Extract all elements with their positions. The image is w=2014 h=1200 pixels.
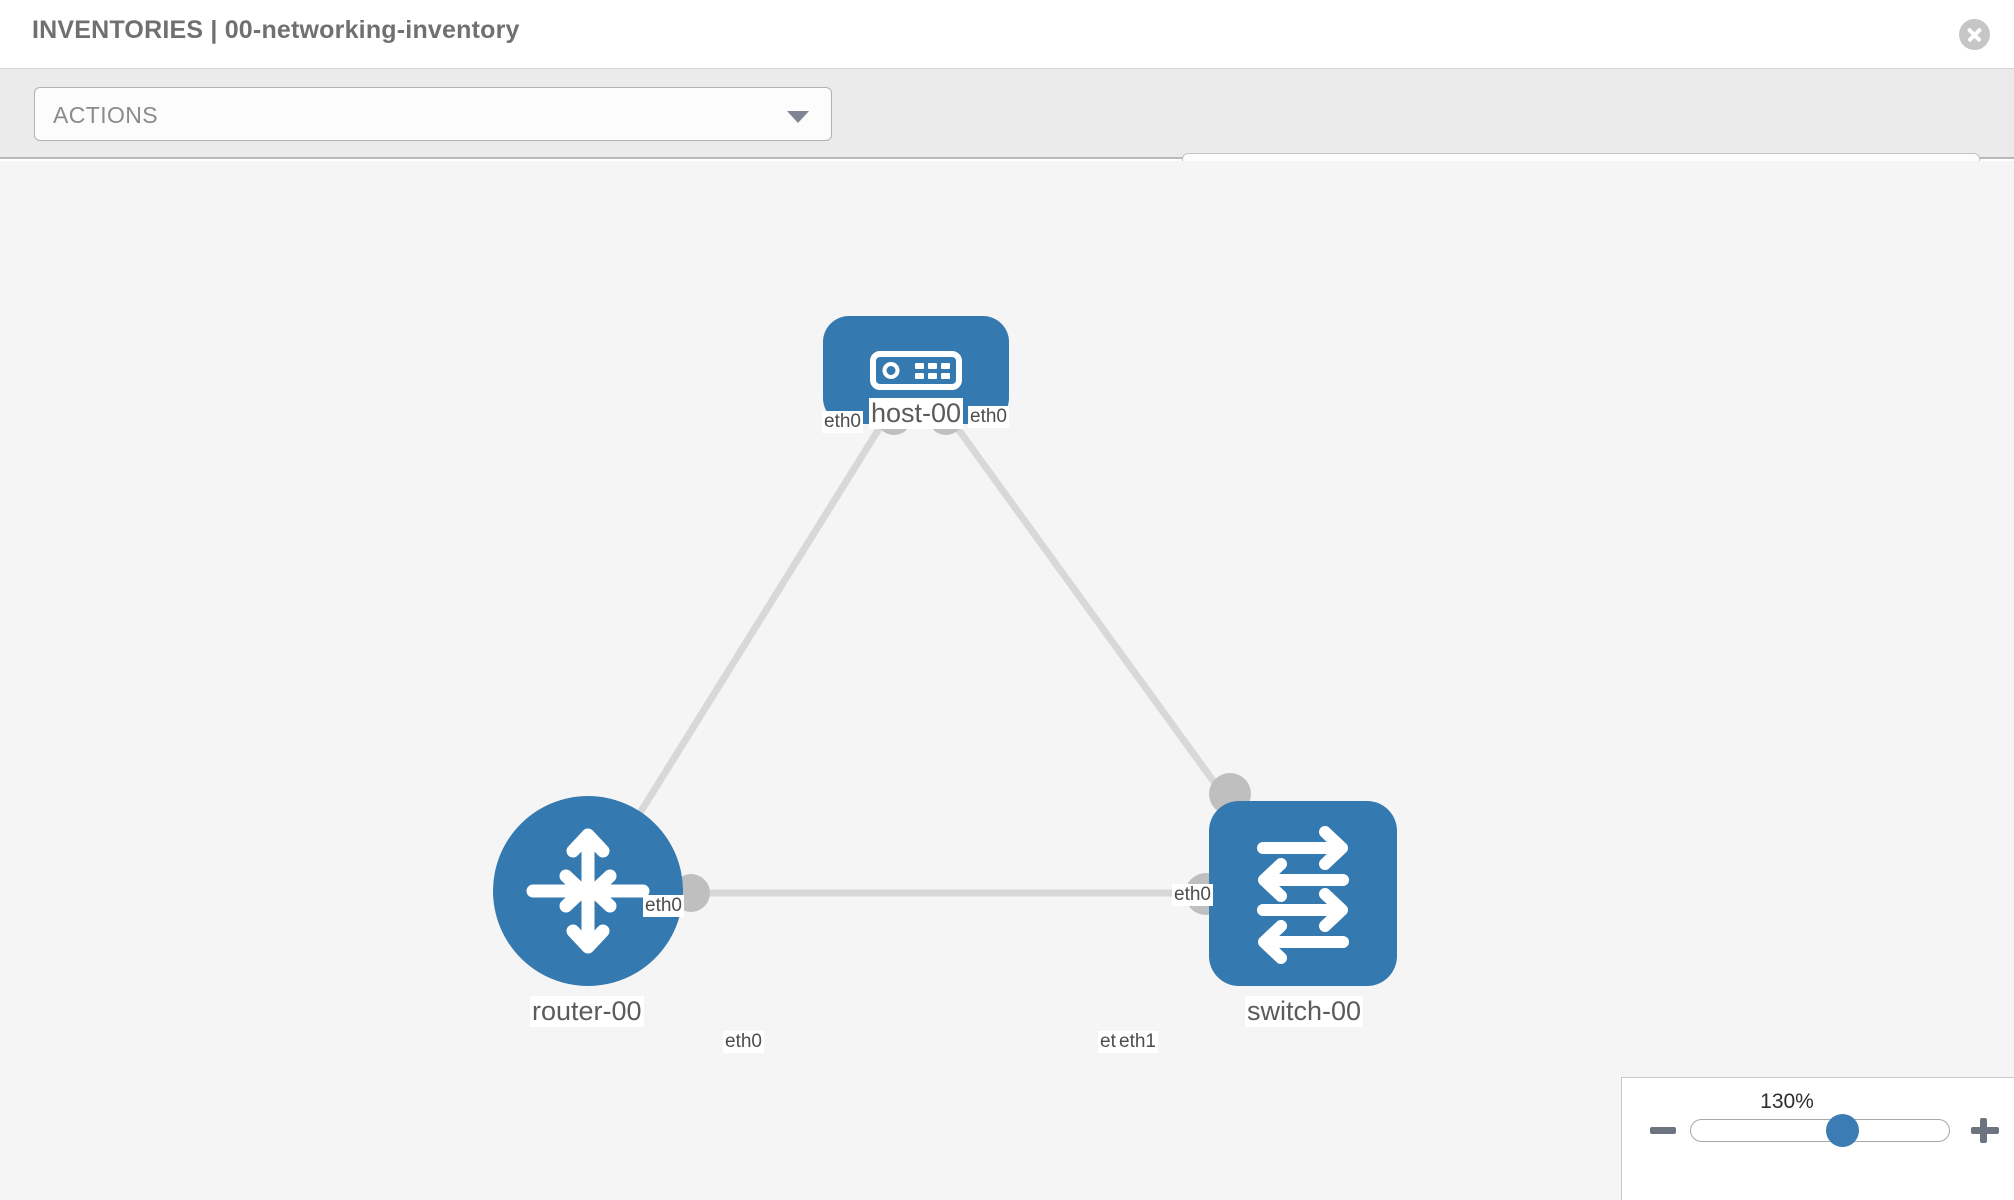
node-label-switch-00: switch-00	[1245, 996, 1364, 1028]
zoom-out-button[interactable]	[1647, 1114, 1679, 1146]
close-icon[interactable]	[1959, 19, 1990, 50]
iface-label-router-right: eth0	[723, 1031, 764, 1053]
node-router-00[interactable]	[493, 796, 683, 986]
iface-label-switch-up: eth0	[1172, 884, 1213, 906]
server-icon	[870, 351, 962, 390]
node-label-host-00: host-00	[869, 398, 964, 430]
zoom-slider-track[interactable]	[1690, 1119, 1950, 1142]
node-switch-00[interactable]	[1209, 801, 1397, 986]
page-header: INVENTORIES | 00-networking-inventory	[0, 0, 2014, 68]
actions-dropdown-label: ACTIONS	[53, 102, 159, 128]
switch-arrows-icon	[1257, 826, 1349, 964]
toolbar: ACTIONS SEARCH	[0, 68, 2014, 208]
zoom-slider-thumb[interactable]	[1826, 1114, 1860, 1147]
actions-dropdown[interactable]: ACTIONS	[34, 87, 832, 141]
iface-label-host-right: eth0	[968, 406, 1009, 428]
topology-canvas[interactable]: host-00 eth0 eth0 router-00 eth0 eth0	[0, 161, 2014, 1200]
link-host-switch	[941, 407, 1239, 815]
chevron-down-icon	[787, 111, 809, 123]
zoom-percent-label: 130%	[1760, 1090, 1814, 1113]
zoom-control: 130%	[1621, 1077, 2014, 1200]
topology-links	[631, 407, 1239, 897]
link-host-router	[631, 407, 894, 825]
iface-label-switch-left: eth1	[1117, 1031, 1158, 1053]
page-title: INVENTORIES | 00-networking-inventory	[32, 16, 520, 44]
node-label-router-00: router-00	[530, 996, 644, 1028]
router-arrows-icon	[526, 828, 650, 954]
iface-label-host-left: eth0	[822, 411, 863, 433]
iface-label-router-up: eth0	[643, 895, 684, 917]
zoom-in-button[interactable]	[1969, 1114, 2001, 1146]
